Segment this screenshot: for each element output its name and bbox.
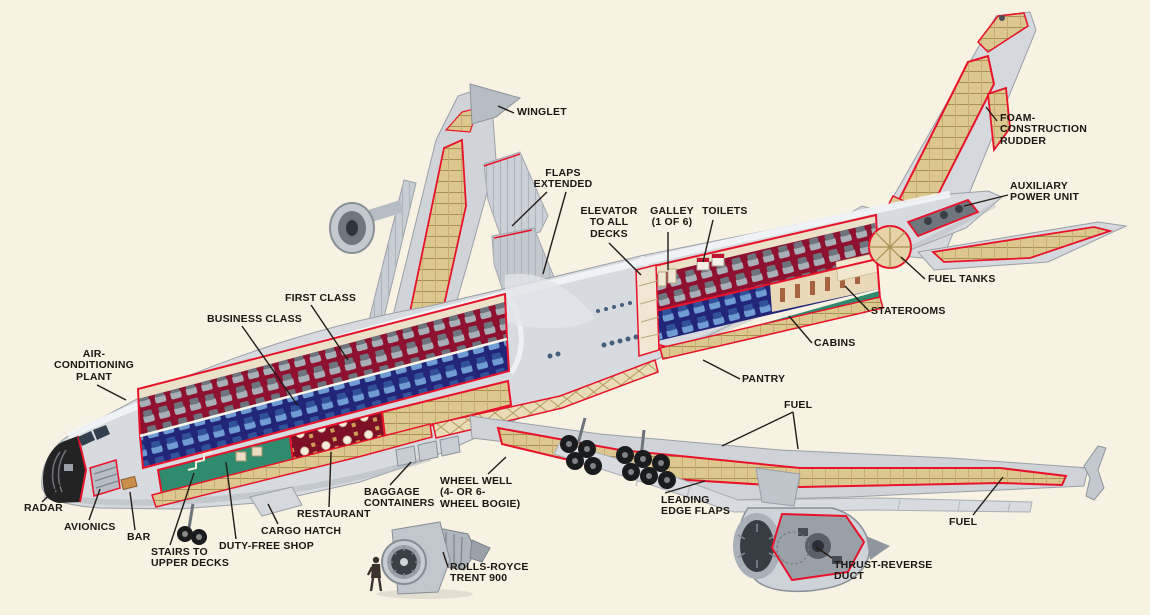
leader-staterooms	[844, 285, 870, 312]
rudder-panel	[987, 86, 1011, 153]
rear-belly-ribs	[659, 296, 884, 360]
label-rolls-royce-trent-900: ROLLS-ROYCE TRENT 900	[450, 561, 529, 585]
label-business-class: BUSINESS CLASS	[207, 313, 302, 325]
label-bar: BAR	[127, 531, 151, 543]
leader-fuel-right	[972, 476, 1004, 516]
winglet-shape	[469, 83, 522, 125]
label-fuel-center: FUEL	[784, 399, 813, 411]
leader-baggage	[389, 461, 412, 486]
apu-cutaway	[906, 198, 980, 238]
shop-shelf	[235, 451, 247, 462]
tail-cone-cutaway	[868, 225, 912, 269]
nose-gear	[177, 503, 207, 545]
leader-toilets	[702, 219, 714, 263]
label-cabins: CABINS	[814, 337, 856, 349]
wing-root-fairing	[505, 273, 595, 329]
leader-thrust-reverse	[815, 546, 833, 559]
leader-duty-free	[225, 461, 237, 540]
exhaust-cone	[866, 536, 890, 560]
cargo-hold-cutaway	[380, 379, 513, 439]
leader-cabins	[788, 315, 813, 344]
label-baggage-containers: BAGGAGE CONTAINERS	[364, 486, 435, 510]
avionics-bay	[89, 459, 121, 497]
leader-wheel-well	[487, 456, 507, 475]
leader-flaps-extended-1	[511, 191, 548, 227]
label-galley: GALLEY (1 OF 6)	[650, 205, 694, 229]
far-wing	[365, 89, 497, 339]
label-pantry: PANTRY	[742, 373, 786, 385]
label-air-conditioning-plant: AIR- CONDITIONING PLANT	[54, 348, 134, 383]
front-belly-ribs	[151, 423, 433, 508]
leader-lines	[41, 105, 1009, 568]
label-avionics: AVIONICS	[64, 521, 116, 533]
label-restaurant: RESTAURANT	[297, 508, 371, 520]
leader-avionics	[88, 488, 101, 521]
label-cargo-hatch: CARGO HATCH	[261, 525, 342, 537]
cockpit-windows	[78, 425, 110, 446]
label-winglet: WINGLET	[517, 106, 567, 118]
leader-restaurant	[328, 451, 332, 508]
label-toilets: TOILETS	[702, 205, 748, 217]
wingtip-fence	[1083, 445, 1107, 501]
person-figure	[366, 556, 383, 592]
leader-rudder	[985, 106, 998, 122]
leader-business-class	[241, 325, 299, 407]
leader-apu	[963, 194, 1009, 207]
baggage-container-boxes	[395, 435, 461, 467]
label-elevator-to-all-decks: ELEVATOR TO ALL DECKS	[580, 205, 638, 240]
main-gear	[560, 417, 676, 489]
leader-pantry	[702, 359, 741, 380]
leader-radar	[41, 484, 61, 503]
fan-blades	[388, 546, 420, 578]
leader-leading-edge-flaps	[664, 480, 706, 494]
leader-fuel-center-1	[721, 411, 794, 447]
stairs-glyph	[187, 451, 213, 471]
front-upper-deck-cutaway	[136, 292, 509, 438]
leader-fuel-center-2	[792, 411, 799, 450]
label-thrust-reverse-duct: THRUST-REVERSE DUCT	[834, 559, 933, 583]
shop-shelf	[251, 446, 263, 457]
far-engine	[329, 200, 404, 254]
radome	[42, 435, 88, 503]
leader-winglet	[497, 105, 515, 114]
label-wheel-well: WHEEL WELL (4- OR 6- WHEEL BOGIE)	[440, 475, 521, 510]
label-fuel-tanks: FUEL TANKS	[928, 273, 996, 285]
label-staterooms: STATEROOMS	[871, 305, 946, 317]
leader-fuel-tanks	[900, 256, 926, 280]
elevator-column	[635, 264, 660, 357]
leader-stairs	[169, 472, 195, 546]
engine-pylon	[755, 467, 801, 507]
leader-elevator	[608, 242, 642, 276]
galley-units	[657, 268, 677, 287]
bar-counter	[120, 475, 138, 491]
label-flaps-extended: FLAPS EXTENDED	[533, 167, 593, 191]
label-stairs-to-upper-decks: STAIRS TO UPPER DECKS	[151, 546, 230, 570]
leader-rolls-royce	[442, 551, 449, 568]
label-leading-edge-flaps: LEADING EDGE FLAPS	[661, 494, 731, 518]
leader-flaps-extended-2	[542, 191, 567, 275]
right-tailplane	[917, 221, 1128, 271]
label-auxiliary-power-unit: AUXILIARY POWER UNIT	[1010, 180, 1080, 204]
cargo-hatch-door	[249, 486, 303, 517]
leader-ac-plant	[96, 384, 127, 401]
leader-bar	[129, 491, 136, 531]
radar-dish	[51, 449, 67, 493]
passenger-windows	[547, 301, 647, 359]
label-duty-free-shop: DUTY-FREE SHOP	[219, 540, 314, 552]
label-fuel-right: FUEL	[949, 516, 978, 528]
leader-cargo-hatch	[267, 503, 279, 525]
fin-tip-cap	[999, 15, 1005, 21]
detached-engine	[377, 521, 491, 599]
leader-first-class	[310, 304, 349, 361]
label-first-class: FIRST CLASS	[285, 292, 357, 304]
label-radar: RADAR	[24, 502, 63, 514]
label-foam-construction-rudder: FOAM- CONSTRUCTION RUDDER	[1000, 112, 1087, 147]
front-main-deck-cutaway	[138, 337, 511, 470]
